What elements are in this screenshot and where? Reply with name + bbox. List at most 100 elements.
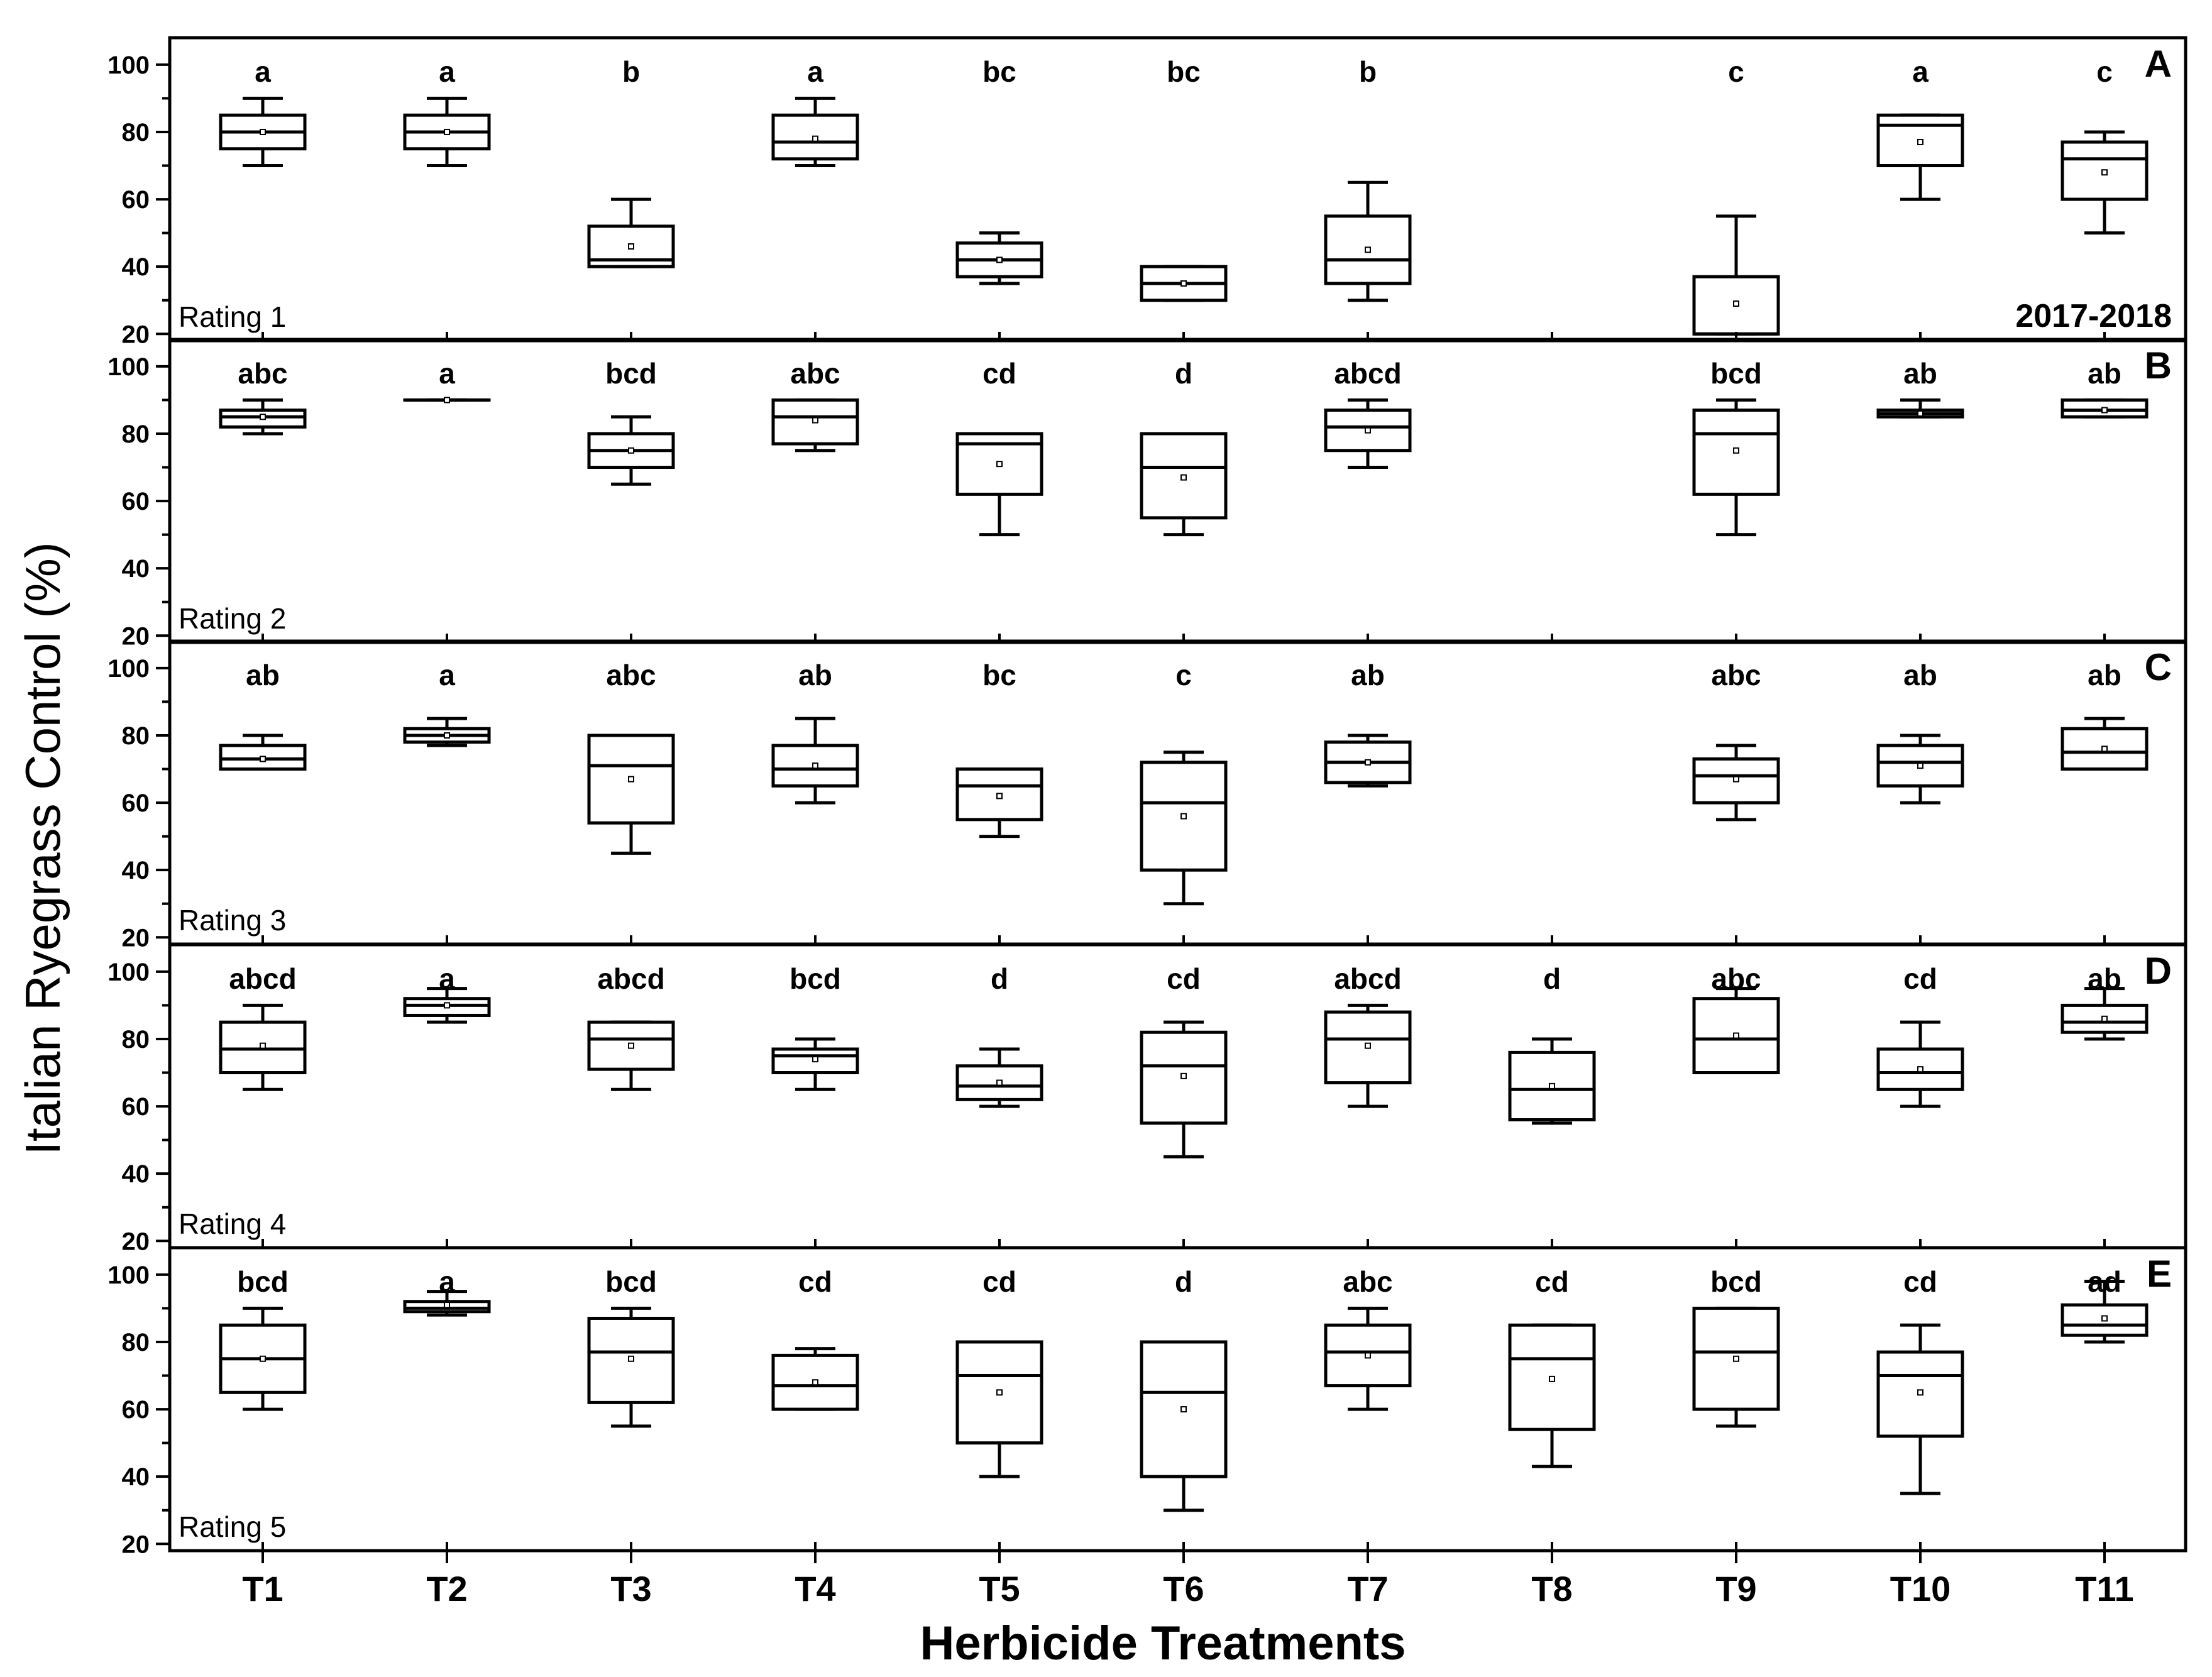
significance-letter: bcd	[790, 962, 841, 995]
significance-letter: a	[255, 55, 271, 88]
x-tick-label: T10	[1890, 1569, 1951, 1608]
y-tick-label: 40	[122, 1160, 150, 1188]
significance-letter: ab	[798, 659, 832, 691]
significance-letter: abcd	[597, 962, 664, 995]
significance-letter: ab	[1903, 659, 1937, 691]
significance-letter: bcd	[237, 1265, 289, 1298]
y-tick-label: 80	[122, 1026, 150, 1053]
box-T3	[587, 197, 675, 268]
x-tick-label: T6	[1163, 1569, 1204, 1608]
mean-marker	[996, 1389, 1003, 1396]
iqr-box	[771, 744, 859, 788]
mean-marker	[2101, 407, 2108, 414]
box-T6	[1140, 432, 1228, 537]
box-T4	[771, 717, 859, 805]
panel-frame	[168, 1246, 2187, 1553]
iqr-box	[403, 997, 491, 1017]
mean-marker	[444, 1002, 450, 1009]
significance-letter: c	[1728, 55, 1744, 88]
mean-marker	[812, 762, 818, 769]
mean-marker	[628, 243, 634, 250]
x-tick-label: T3	[610, 1569, 651, 1608]
box-T1	[219, 96, 307, 168]
y-tick-label: 20	[122, 1531, 150, 1558]
rating-label: Rating 2	[179, 602, 286, 635]
box-T1	[219, 1003, 307, 1091]
mean-marker	[1549, 1082, 1555, 1089]
significance-letter: cd	[1535, 1265, 1569, 1298]
iqr-box	[1876, 113, 1964, 168]
box-T5	[955, 1340, 1043, 1478]
box-T6	[1140, 1020, 1228, 1158]
y-tick-label: 60	[122, 789, 150, 817]
mean-marker	[1733, 300, 1739, 307]
box-T3	[587, 1306, 675, 1428]
box-T2	[403, 717, 491, 747]
significance-letter: abc	[790, 357, 840, 390]
y-tick-label: 40	[122, 253, 150, 281]
mean-marker	[444, 1302, 450, 1309]
significance-letter: ab	[246, 659, 280, 691]
mean-marker	[628, 776, 634, 783]
mean-marker	[1180, 1406, 1187, 1413]
rating-label: Rating 1	[179, 300, 286, 333]
mean-marker	[1917, 139, 1923, 146]
mean-marker	[1180, 1072, 1187, 1079]
iqr-box	[2061, 398, 2149, 419]
significance-letter: cd	[982, 357, 1016, 390]
x-tick-label: T8	[1531, 1569, 1572, 1608]
y-tick-label: 100	[107, 959, 150, 986]
box-T11	[2061, 717, 2149, 771]
mean-marker	[260, 414, 266, 421]
mean-marker	[1180, 813, 1187, 820]
mean-marker	[260, 128, 266, 135]
mean-marker	[1733, 1355, 1739, 1362]
mean-marker	[1917, 410, 1923, 417]
mean-marker	[1549, 1375, 1555, 1382]
mean-marker	[628, 1355, 634, 1362]
y-tick-label: 80	[122, 722, 150, 750]
mean-marker	[996, 1079, 1003, 1086]
box-T4	[771, 96, 859, 168]
significance-letter: cd	[1903, 1265, 1937, 1298]
significance-letter: bc	[982, 55, 1016, 88]
box-T8	[1508, 1037, 1596, 1125]
significance-letter: b	[622, 55, 640, 88]
y-tick-label: 40	[122, 555, 150, 583]
significance-letter: d	[1175, 1265, 1192, 1298]
panel-letter: E	[2147, 1253, 2172, 1295]
box-T11	[2061, 398, 2149, 419]
box-T4	[771, 398, 859, 453]
box-T9	[1692, 987, 1780, 1075]
box-T10	[1876, 1020, 1964, 1108]
significance-letter: bcd	[1710, 357, 1762, 390]
y-tick-label: 100	[107, 655, 150, 683]
significance-letter: bcd	[605, 1265, 657, 1298]
significance-letter: abcd	[1334, 962, 1401, 995]
mean-marker	[1917, 762, 1923, 769]
significance-letter: a	[1912, 55, 1929, 88]
significance-letter: a	[439, 357, 455, 390]
mean-marker	[2101, 1315, 2108, 1322]
box-T2	[403, 987, 491, 1024]
box-T6	[1140, 1340, 1228, 1512]
mean-marker	[812, 417, 818, 424]
season-label: 2017-2018	[2015, 298, 2172, 334]
mean-marker	[812, 1056, 818, 1063]
mean-marker	[1180, 474, 1187, 481]
box-T2	[403, 397, 491, 404]
x-tick-label: T9	[1715, 1569, 1756, 1608]
significance-letter: bc	[1167, 55, 1201, 88]
rating-label: Rating 5	[179, 1510, 286, 1543]
mean-marker	[1365, 1352, 1371, 1359]
y-tick-label: 60	[122, 1093, 150, 1121]
box-T5	[955, 432, 1043, 537]
mean-marker	[2101, 1015, 2108, 1022]
y-tick-label: 40	[122, 857, 150, 884]
y-axis-label: Italian Ryegrass Control (%)	[15, 542, 70, 1155]
box-T7	[1324, 1003, 1412, 1108]
box-T5	[955, 767, 1043, 838]
